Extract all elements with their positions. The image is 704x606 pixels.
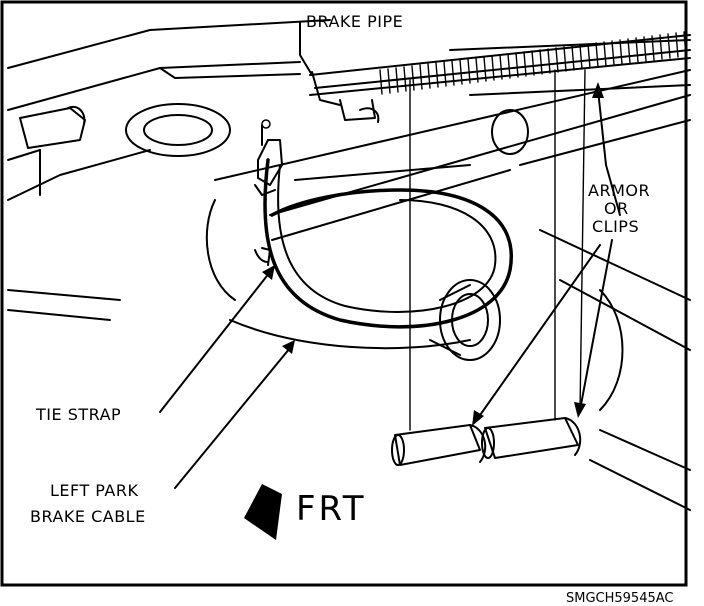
left-park-brake-cable [254, 119, 513, 329]
brake-pipe [309, 31, 691, 123]
armor-label-line2: OR [604, 199, 629, 218]
hub [429, 279, 501, 361]
left-park-label-line1: LEFT PARK [50, 481, 138, 500]
armor-label-line1: ARMOR [588, 181, 650, 200]
front-direction-arrow-icon [244, 484, 282, 540]
brake-pipe-label: BRAKE PIPE [306, 12, 403, 31]
armor-label-line3: CLIPS [592, 217, 639, 236]
figure-frame [0, 0, 688, 587]
armor-clips [391, 69, 586, 466]
chassis-outline [7, 19, 691, 511]
figure-code: SMGCH59545AC [566, 591, 674, 606]
front-label: FRT [296, 489, 366, 529]
leader-lines [159, 21, 621, 489]
left-park-label-line2: BRAKE CABLE [30, 507, 146, 526]
tie-strap-label: TIE STRAP [35, 405, 121, 424]
